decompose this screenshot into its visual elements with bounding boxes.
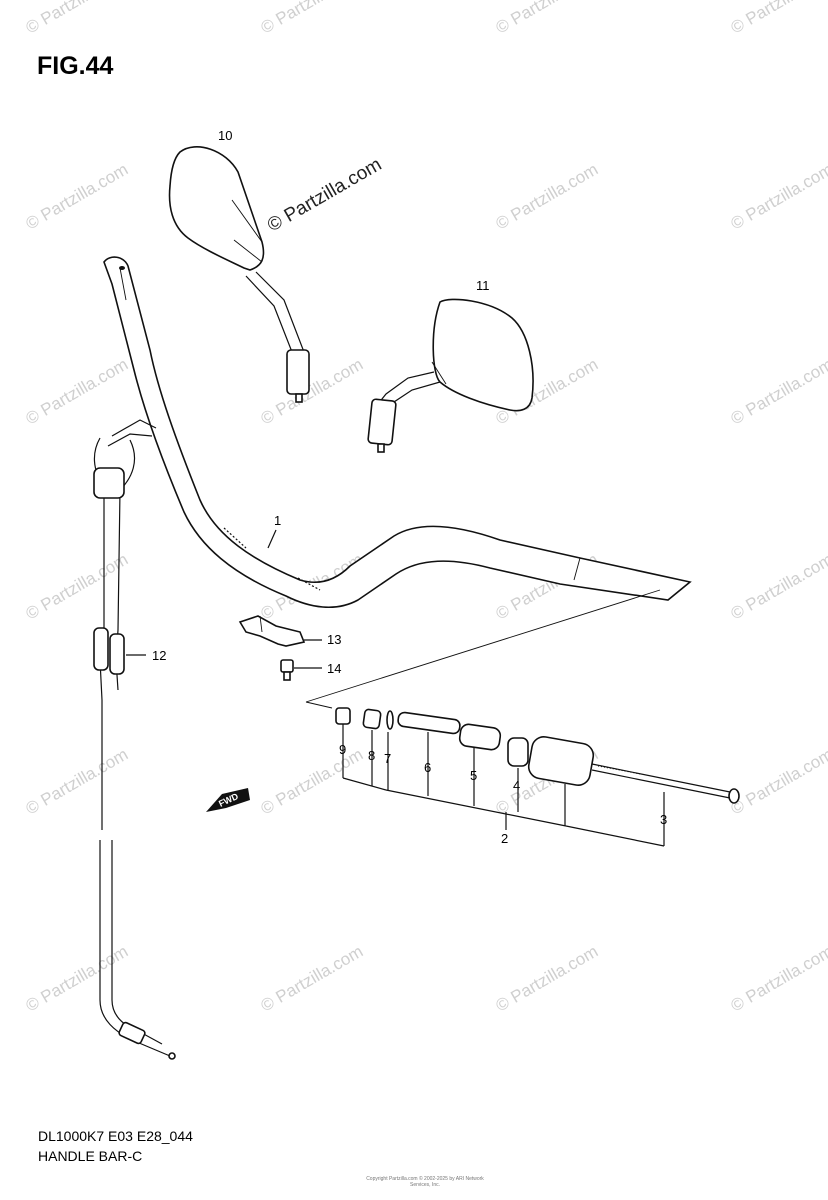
bracket-and-bolt — [238, 615, 322, 681]
callout-leader-1 — [267, 529, 277, 549]
figure-title: FIG.44 — [37, 52, 114, 80]
handlebar — [103, 256, 692, 609]
watermark-text: © Partzilla.com — [23, 550, 132, 624]
callout-labels: 10 11 1 12 13 14 9 8 7 6 5 4 2 3 — [152, 128, 667, 846]
watermark-text: © Partzilla.com — [728, 942, 828, 1016]
callout-4: 4 — [513, 778, 520, 793]
mirror-right — [367, 298, 534, 453]
watermark-text: © Partzilla.com — [23, 160, 132, 234]
copyright-note: Copyright Partzilla.com © 2002-2025 by A… — [366, 1176, 484, 1188]
watermark-text: © Partzilla.com — [23, 355, 132, 429]
watermark-text: © Partzilla.com — [728, 745, 828, 819]
watermark-text: © Partzilla.com — [258, 355, 367, 429]
throttle-cable — [93, 419, 176, 1060]
bar-end-assembly — [305, 589, 740, 847]
figure-name: HANDLE BAR-C — [38, 1148, 143, 1164]
watermark-grid: © Partzilla.com © Partzilla.com © Partzi… — [23, 0, 828, 1015]
watermark-text: © Partzilla.com — [258, 0, 367, 37]
callout-12: 12 — [152, 648, 166, 663]
watermark-text: © Partzilla.com — [258, 942, 367, 1016]
watermark-main: © Partzilla.com — [264, 154, 385, 236]
fwd-arrow: FWD — [206, 788, 250, 812]
callout-2: 2 — [501, 831, 508, 846]
mirror-left — [168, 146, 310, 403]
callout-3: 3 — [660, 812, 667, 827]
figure-code: DL1000K7 E03 E28_044 — [38, 1128, 193, 1144]
watermark-text: © Partzilla.com — [728, 550, 828, 624]
callout-10: 10 — [218, 128, 232, 143]
callout-13: 13 — [327, 632, 341, 647]
watermark-text: © Partzilla.com — [23, 0, 132, 37]
watermark-text: © Partzilla.com — [23, 745, 132, 819]
watermark-text: © Partzilla.com — [493, 0, 602, 37]
callout-6: 6 — [424, 760, 431, 775]
callout-8: 8 — [368, 748, 375, 763]
callout-7: 7 — [384, 751, 391, 766]
callout-14: 14 — [327, 661, 341, 676]
watermark-text: © Partzilla.com — [728, 160, 828, 234]
watermark-text: © Partzilla.com — [493, 942, 602, 1016]
watermark-text: © Partzilla.com — [23, 942, 132, 1016]
callout-9: 9 — [339, 742, 346, 757]
callout-1: 1 — [274, 513, 281, 528]
watermark-text: © Partzilla.com — [258, 745, 367, 819]
watermark-text: © Partzilla.com — [728, 355, 828, 429]
callout-11: 11 — [476, 278, 490, 293]
watermark-text: © Partzilla.com — [493, 160, 602, 234]
watermark-text: © Partzilla.com — [728, 0, 828, 37]
callout-5: 5 — [470, 768, 477, 783]
